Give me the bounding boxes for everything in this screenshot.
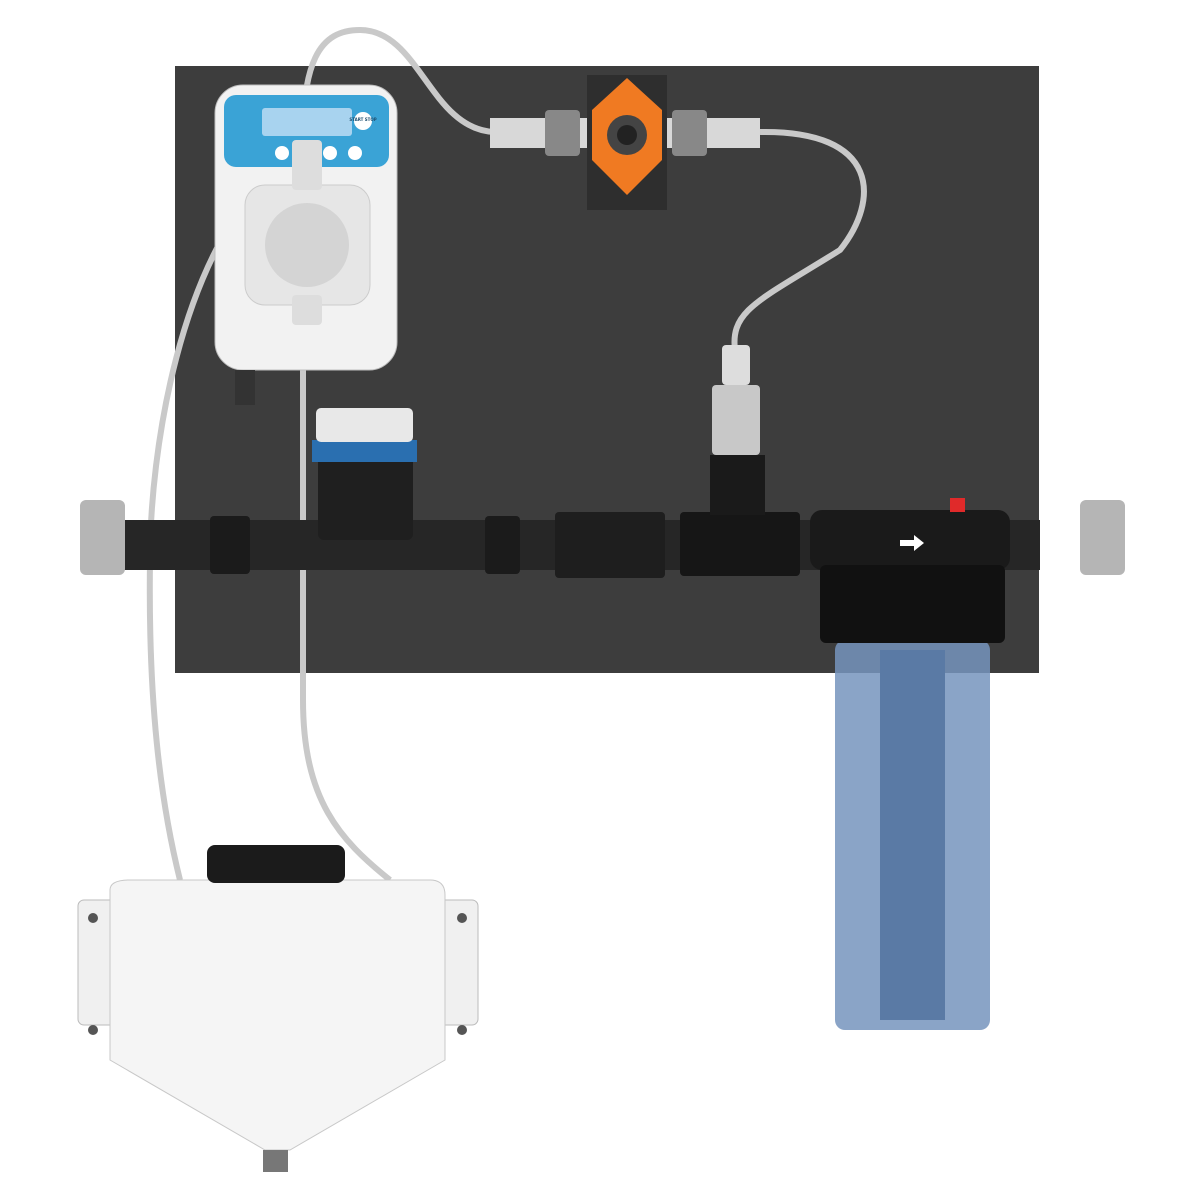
injection-valve xyxy=(710,345,765,515)
flow-arrow-icon xyxy=(900,535,924,551)
right-button[interactable] xyxy=(348,146,362,160)
filter-housing xyxy=(810,498,1010,1030)
sensor-fitting xyxy=(312,408,417,540)
dosing-pump: START STOP xyxy=(214,84,398,405)
start-stop-button[interactable] xyxy=(354,112,372,130)
left-button[interactable] xyxy=(323,146,337,160)
flow-switch xyxy=(490,75,760,210)
left-union-nut xyxy=(80,500,125,575)
start-stop-label: START STOP xyxy=(349,117,376,122)
chemical-tank xyxy=(77,845,479,1172)
right-union-nut xyxy=(1080,500,1125,575)
down-button[interactable] xyxy=(275,146,289,160)
